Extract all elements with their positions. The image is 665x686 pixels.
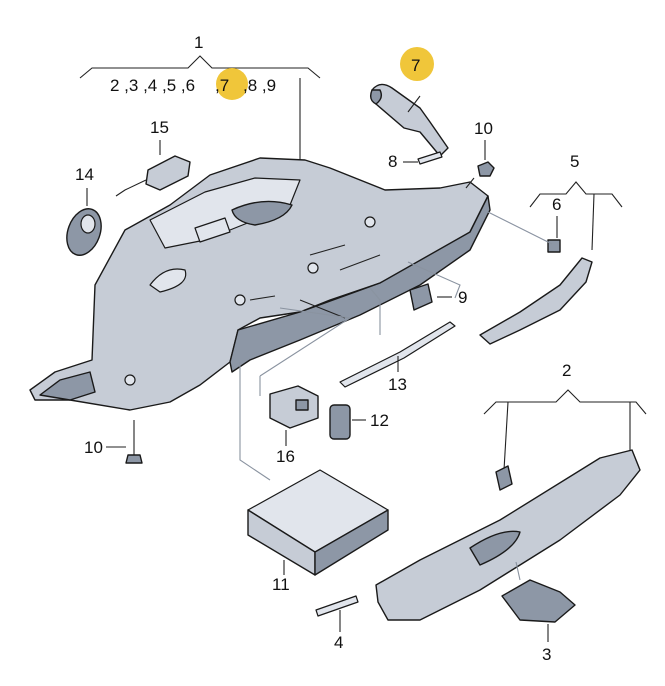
callout-10-top-group: 10 bbox=[465, 119, 495, 189]
callout-13-group: 13 bbox=[339, 287, 456, 394]
callout-4-group: 4 bbox=[315, 595, 359, 652]
callout-16-group: 16 bbox=[259, 307, 352, 466]
callout-11-label: 11 bbox=[272, 575, 290, 594]
callout-15-label: 15 bbox=[150, 118, 169, 137]
callout-10-bottom-label: 10 bbox=[84, 438, 103, 457]
callout-7-label: 7 bbox=[411, 56, 420, 75]
callout-9-guide bbox=[407, 261, 461, 299]
callout-8-group: 8 bbox=[388, 151, 443, 171]
housing-screw-hole-1 bbox=[234, 294, 246, 306]
callout-5-group: 5 6 bbox=[479, 152, 623, 345]
callout-9-label: 9 bbox=[458, 288, 467, 307]
part-4-bolt bbox=[315, 595, 359, 617]
callout-16-guide bbox=[259, 307, 352, 396]
callout-1-label: 1 bbox=[194, 33, 203, 52]
part-3-latch bbox=[501, 579, 576, 623]
callout-9-group: 9 bbox=[407, 261, 467, 311]
callout-6-guide bbox=[487, 211, 553, 245]
part-6-clip bbox=[547, 239, 561, 253]
housing-screw-hole-3 bbox=[364, 216, 376, 228]
part-2-lid-recess bbox=[469, 530, 521, 566]
part-15-cable bbox=[115, 179, 147, 197]
housing-screw-hole-2 bbox=[307, 262, 319, 274]
callout-2-label: 2 bbox=[562, 361, 571, 380]
callout-11-guide bbox=[239, 362, 271, 481]
part-13-strip bbox=[339, 321, 456, 388]
callout-12-group: 12 bbox=[329, 404, 389, 440]
callout-7-group: 7 bbox=[369, 47, 449, 157]
callout-2-leader-left bbox=[503, 401, 509, 471]
part-16-module bbox=[269, 385, 319, 429]
callout-3-label: 3 bbox=[542, 645, 551, 664]
part-11-right-face bbox=[314, 509, 389, 576]
callout-11-group: 11 bbox=[239, 362, 389, 594]
callout-6-label: 6 bbox=[552, 195, 561, 214]
part-16-module-face bbox=[295, 399, 309, 411]
callout-5-leader bbox=[591, 193, 595, 251]
highlight-marker-7 bbox=[400, 47, 434, 81]
callout-1-sublist-highlight: ,7 bbox=[215, 76, 229, 95]
callout-3-group: 3 bbox=[501, 561, 576, 664]
part-12-pad bbox=[329, 404, 351, 440]
callout-16-label: 16 bbox=[276, 447, 295, 466]
part-7-actuator-end bbox=[369, 89, 383, 105]
part-10-bottom-screw-head bbox=[125, 454, 143, 464]
part-9-switch bbox=[409, 283, 433, 311]
callout-3-guide bbox=[515, 561, 521, 581]
callout-2-group: 2 bbox=[375, 361, 647, 621]
callout-1-sublist-a: 2 ,3 ,4 ,5 ,6 bbox=[110, 76, 195, 95]
housing-knob bbox=[149, 268, 187, 293]
highlight-marker-sub-7 bbox=[216, 68, 248, 100]
callout-13-guide bbox=[369, 287, 381, 335]
callout-14-label: 14 bbox=[75, 165, 94, 184]
callout-7-leader bbox=[407, 95, 421, 113]
housing-front-lip bbox=[229, 195, 491, 373]
part-5-trim bbox=[479, 257, 593, 345]
callout-1-sublist-b: ,8 ,9 bbox=[243, 76, 276, 95]
part-2-hinge-clip bbox=[495, 465, 513, 491]
callout-12-label: 12 bbox=[370, 411, 389, 430]
callout-1-bracket bbox=[79, 55, 321, 79]
callout-5-bracket bbox=[529, 181, 623, 208]
part-7-actuator bbox=[371, 83, 449, 157]
callout-15-group: 15 bbox=[115, 118, 191, 197]
callout-10-bottom-group: 10 bbox=[84, 420, 143, 464]
callout-2-bracket bbox=[483, 389, 647, 415]
housing-recess bbox=[231, 200, 293, 226]
callout-1-group: 1 2 ,3 ,4 ,5 ,6 ,7 ,8 ,9 bbox=[79, 33, 321, 165]
part-10-top-screw-shaft bbox=[465, 177, 475, 189]
housing-detail-lines bbox=[249, 244, 381, 319]
housing-mount-foot bbox=[39, 371, 96, 401]
part-14-lamp-lens bbox=[80, 214, 96, 234]
part-15-sensor bbox=[145, 155, 191, 191]
housing-switch-slot bbox=[194, 217, 231, 243]
callout-10-top-label: 10 bbox=[474, 119, 493, 138]
part-8-pin bbox=[417, 151, 443, 165]
part-10-top-screw-head bbox=[477, 161, 495, 177]
callout-13-label: 13 bbox=[388, 375, 407, 394]
housing-screw-hole-4 bbox=[124, 374, 136, 386]
callout-4-label: 4 bbox=[334, 633, 343, 652]
callout-14-group: 14 bbox=[66, 165, 102, 256]
callout-8-label: 8 bbox=[388, 152, 397, 171]
callout-5-label: 5 bbox=[570, 152, 579, 171]
glove-box-housing bbox=[29, 157, 491, 411]
